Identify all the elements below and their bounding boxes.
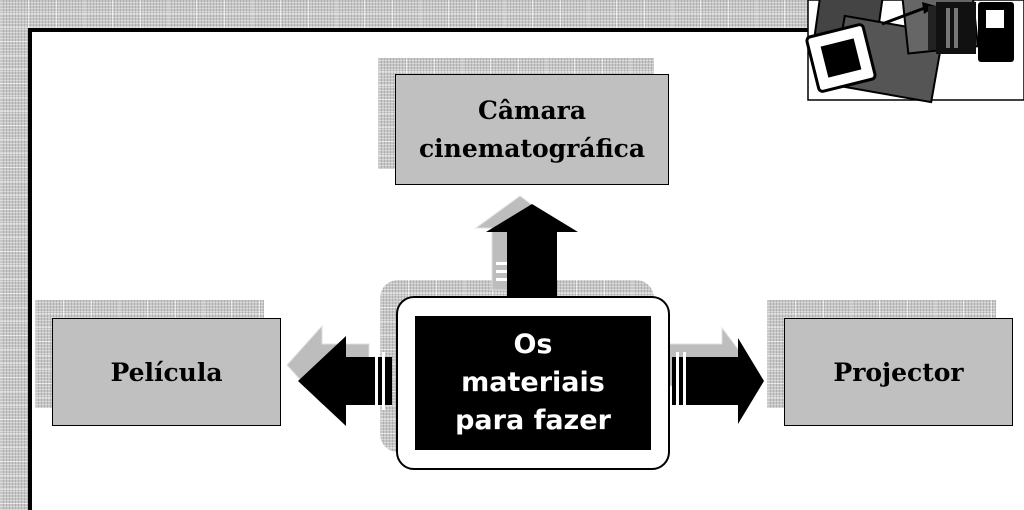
center-box: Os materiais para fazer bbox=[415, 316, 651, 450]
center-label-line1: Os bbox=[513, 329, 553, 360]
frame-left-line bbox=[28, 28, 32, 510]
right-arrow bbox=[672, 338, 764, 424]
film-projector-clipart bbox=[805, 0, 1024, 104]
frame-left-texture bbox=[0, 0, 30, 510]
center-label-line3: para fazer bbox=[455, 405, 611, 436]
pelicula-label: Película bbox=[110, 357, 223, 387]
projector-label: Projector bbox=[833, 357, 964, 387]
camera-label-line2: cinematográfica bbox=[418, 133, 646, 163]
frame-top-line bbox=[30, 28, 1024, 32]
left-arrow bbox=[298, 336, 392, 426]
center-label-line2: materiais bbox=[461, 367, 605, 398]
pelicula-box: Película bbox=[52, 318, 281, 426]
camera-label-line1: Câmara bbox=[477, 95, 587, 125]
projector-box: Projector bbox=[784, 318, 1013, 426]
camera-box: Câmara cinematográfica bbox=[395, 74, 669, 185]
up-arrow bbox=[486, 204, 578, 296]
